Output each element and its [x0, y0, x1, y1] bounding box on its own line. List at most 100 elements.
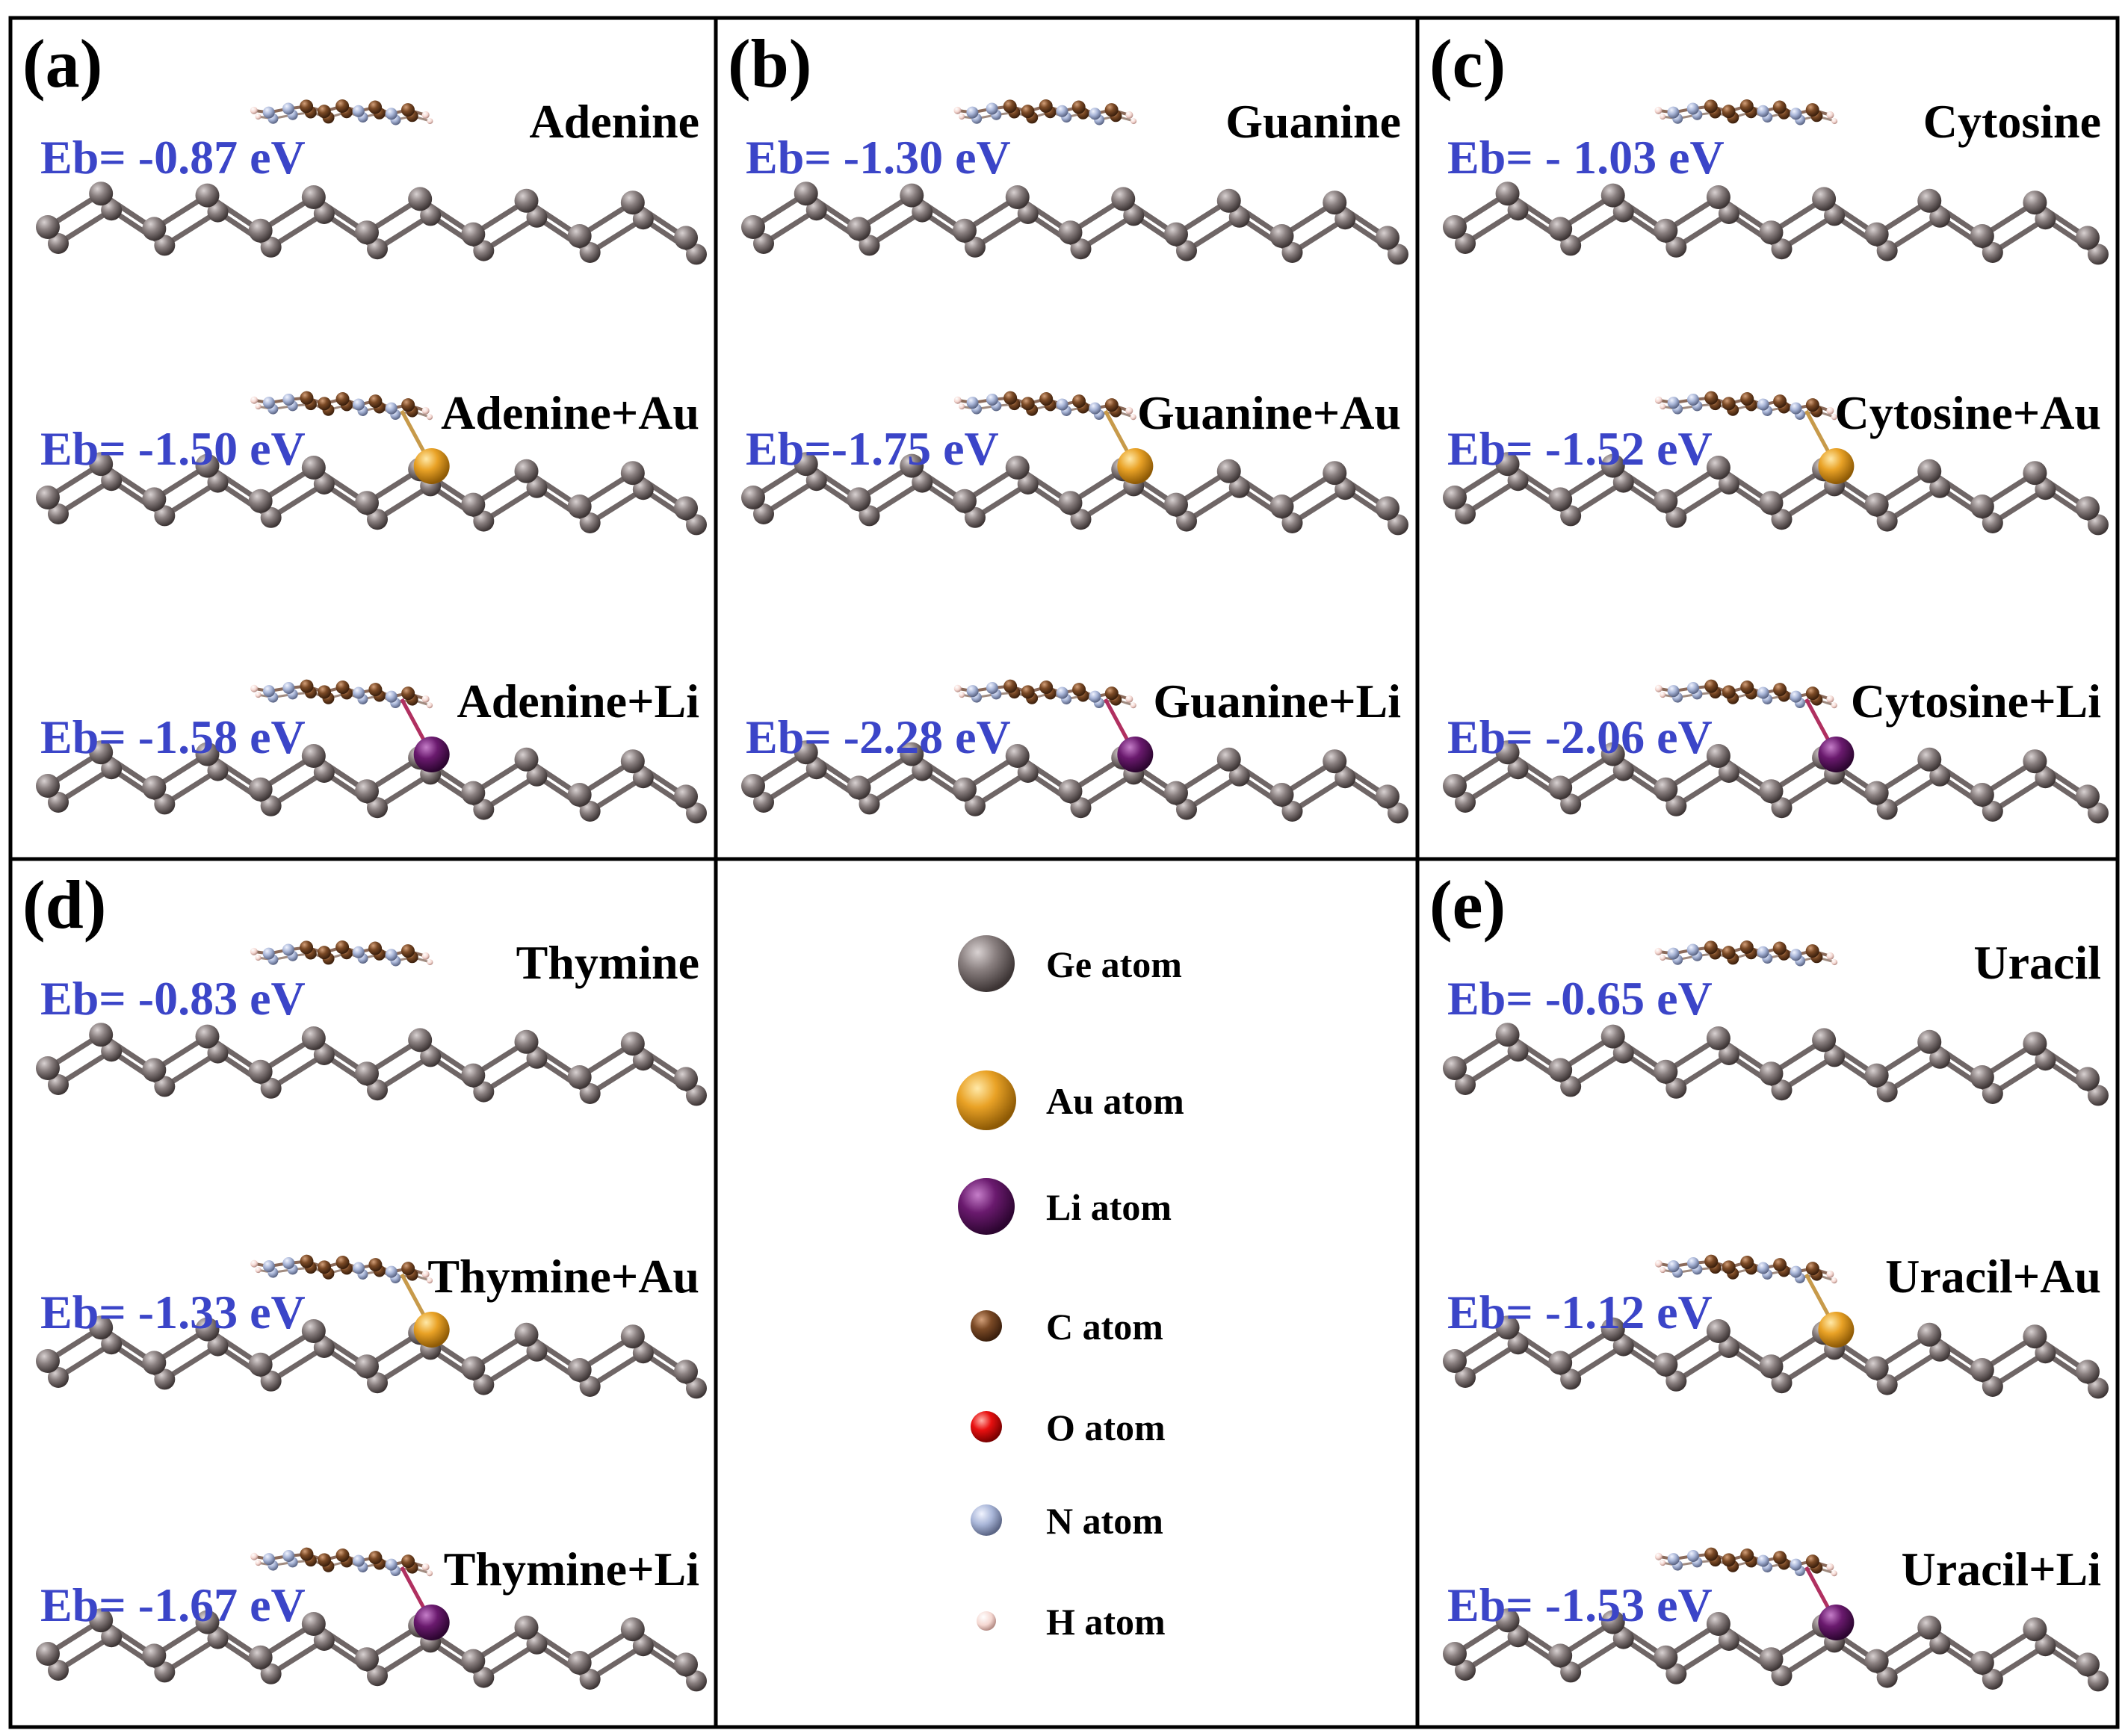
ge-atom [1864, 781, 1889, 805]
ge-atom [1718, 203, 1739, 224]
ge-atom [965, 795, 986, 816]
ge-atom [1706, 1319, 1730, 1343]
ge-atom [1058, 491, 1083, 515]
legend-item: C atom [971, 1306, 1163, 1348]
ge-atom [859, 235, 880, 256]
ge-atom [2023, 749, 2047, 774]
ge-atom [461, 781, 486, 805]
ge-atom [1111, 187, 1136, 211]
ge-atom [1876, 510, 1898, 532]
panel-letter: (e) [1429, 867, 1506, 943]
ge-atom [2088, 1377, 2109, 1399]
ge-atom [142, 1058, 167, 1082]
ge-atom [2023, 1032, 2047, 1056]
ge-atom [1176, 799, 1197, 820]
ge-atom [367, 238, 388, 260]
ge-atom [1706, 1612, 1730, 1636]
panel-letter: (c) [1429, 25, 1506, 102]
ge-atom [2076, 1360, 2100, 1384]
ge-atom [1600, 742, 1625, 766]
ge-atom [367, 1372, 388, 1394]
ge-atom [1929, 477, 1951, 498]
ge-atom [912, 201, 933, 223]
ge-atom [686, 514, 707, 536]
ge-atom [1706, 456, 1730, 480]
ge-atom [1759, 1354, 1784, 1379]
ge-atom [1548, 217, 1573, 241]
ge-atom [1864, 492, 1889, 517]
ge-atom [1507, 1626, 1529, 1648]
ge-atom [461, 492, 486, 517]
ge-atom [367, 1079, 388, 1101]
ge-atom [154, 235, 176, 256]
legend-item: Li atom [958, 1178, 1172, 1235]
nucleobase-molecule [953, 391, 1136, 421]
structure-name-label: Adenine [529, 95, 699, 148]
ge-atom [1548, 775, 1573, 800]
ge-atom [142, 1351, 167, 1375]
structure-name-label: Cytosine [1923, 95, 2101, 148]
nucleobase-molecule [1654, 679, 1837, 709]
ge-atom [1269, 224, 1294, 248]
ge-atom [1164, 222, 1188, 247]
binding-energy-label: Eb= -0.65 eV [1447, 972, 1713, 1025]
c-atom-icon [971, 1310, 1002, 1342]
ge-atom [1759, 779, 1784, 804]
ge-atom [1812, 187, 1837, 211]
ge-atom [686, 1085, 707, 1106]
ge-atom [1917, 747, 1942, 772]
ge-atom [1070, 238, 1092, 260]
ge-atom [313, 1630, 335, 1651]
ge-atom [1600, 1317, 1625, 1342]
binding-energy-label: Eb= - 1.03 eV [1447, 131, 1725, 184]
ge-atom [301, 1612, 326, 1636]
ge-atom [207, 760, 229, 781]
ge-atom [1495, 1023, 1520, 1047]
ge-atom [2088, 244, 2109, 265]
nucleobase-molecule [1654, 391, 1837, 421]
ge-atom [1376, 784, 1399, 809]
ge-atom [1812, 1028, 1837, 1053]
ge-atom [1058, 220, 1083, 245]
ge-atom [1612, 1335, 1634, 1357]
ge-atom [1917, 459, 1942, 483]
ge-atom [620, 749, 645, 774]
germanene-sheet [36, 452, 707, 536]
nucleobase-molecule [953, 99, 1137, 125]
ge-atom [1281, 801, 1303, 822]
binding-energy-label: Eb= -0.83 eV [40, 972, 306, 1025]
ge-atom [1970, 1358, 1994, 1382]
ge-atom [900, 742, 924, 766]
li-adatom [1818, 737, 1855, 772]
ge-atom [36, 1642, 60, 1666]
ge-atom [2088, 514, 2109, 536]
binding-energy-label: Eb= -1.58 eV [40, 710, 306, 763]
nucleobase-molecule [250, 391, 433, 421]
binding-energy-label: Eb= -1.53 eV [1447, 1578, 1713, 1631]
ge-atom [567, 495, 592, 518]
ge-atom [847, 775, 871, 800]
ge-atom [1665, 1370, 1687, 1392]
nucleobase-molecule [250, 940, 433, 967]
ge-atom [1388, 514, 1408, 536]
ge-atom [101, 1333, 123, 1355]
ge-atom [1654, 489, 1678, 513]
ge-atom [1718, 1337, 1739, 1358]
ge-atom [805, 199, 827, 221]
ge-atom [195, 183, 220, 208]
panel-letter: (a) [22, 25, 102, 102]
ge-atom [2076, 496, 2100, 521]
ge-atom [1612, 1628, 1634, 1649]
ge-atom [1560, 1368, 1582, 1390]
ge-atom [420, 1046, 442, 1067]
ge-atom [1507, 1041, 1529, 1062]
ge-atom [912, 760, 933, 781]
ge-atom [313, 762, 335, 783]
ge-atom [1970, 224, 1994, 248]
ge-atom [1269, 495, 1294, 518]
ge-atom [1005, 744, 1030, 768]
